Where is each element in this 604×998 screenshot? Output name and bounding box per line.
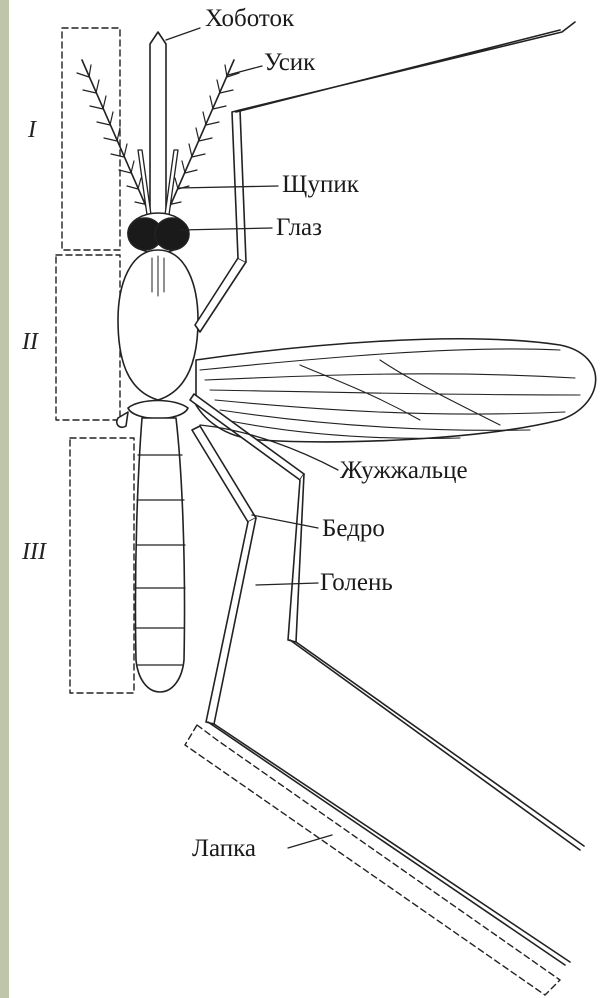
leader-femur: [252, 515, 318, 528]
front-leg-femur: [195, 258, 246, 332]
wing: [196, 339, 596, 442]
hind-leg-tarsus: [208, 722, 570, 965]
leader-eye: [180, 228, 272, 230]
leader-palp: [178, 186, 278, 188]
section-label-head: I: [28, 118, 36, 142]
right-antenna: [164, 60, 239, 220]
label-proboscis: Хоботок: [205, 6, 294, 31]
right-eye: [155, 218, 189, 250]
label-tarsus: Лапка: [192, 836, 256, 861]
leader-tibia: [256, 583, 318, 585]
front-leg-tibia: [232, 110, 246, 262]
left-antenna: [77, 60, 152, 220]
section-label-thorax: II: [22, 330, 38, 354]
thorax-section-box: [56, 255, 120, 420]
section-label-abdomen: III: [22, 540, 46, 564]
middle-leg-tibia: [288, 474, 304, 642]
label-haltere: Жужжальце: [340, 458, 468, 483]
hind-leg-tibia: [206, 518, 256, 724]
label-eye: Глаз: [276, 215, 322, 240]
head-section-box: [62, 28, 120, 250]
label-tibia: Голень: [320, 570, 393, 595]
middle-leg-tarsus: [290, 640, 584, 850]
leader-tarsus: [288, 835, 332, 848]
scutellum: [128, 401, 188, 419]
left-haltere-stub: [117, 412, 128, 427]
abdomen: [135, 418, 184, 692]
proboscis: [150, 32, 166, 222]
label-palp: Щупик: [282, 172, 359, 197]
abdomen-section-box: [70, 438, 134, 693]
label-antenna: Усик: [264, 50, 315, 75]
leader-proboscis: [166, 28, 200, 40]
label-femur: Бедро: [322, 516, 385, 541]
leader-antenna: [228, 66, 262, 75]
